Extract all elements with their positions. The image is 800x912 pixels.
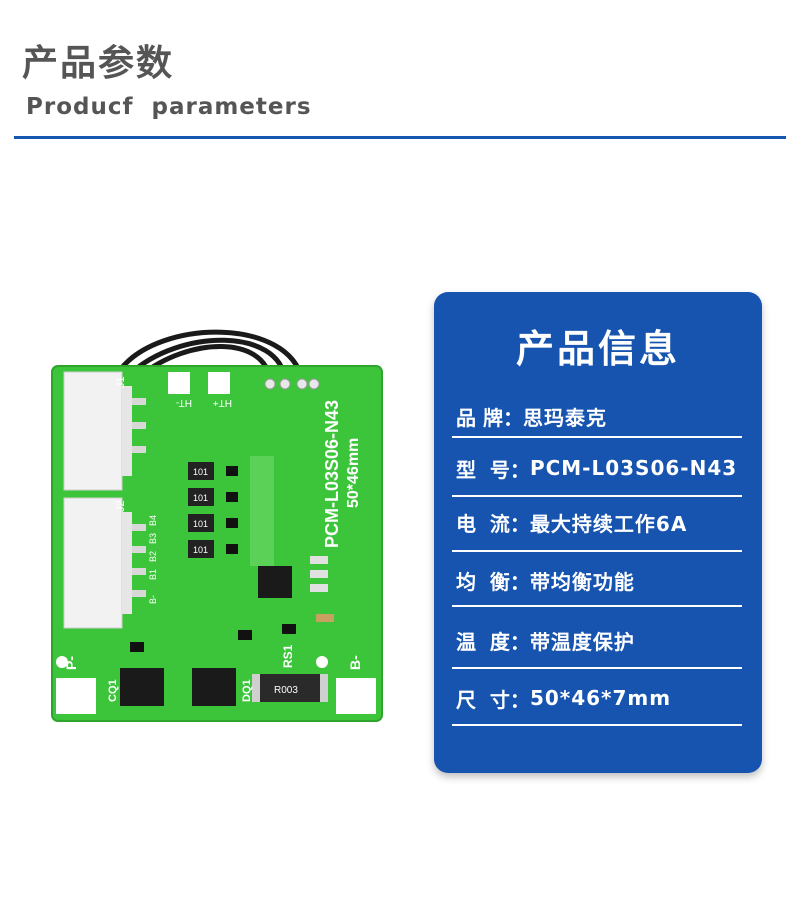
pcb-product-image: PCM-L03S06-N43 50*46mm J1 J2 HT- HT+ B- … [40,318,390,728]
row-divider [452,436,742,438]
page-title-en: Producf parameters [26,94,312,120]
info-row-size: 尺 寸： 50*46*7mm [456,672,742,724]
card-title: 产品信息 [515,327,680,371]
silk-pin-b2: B2 [148,551,158,562]
info-row-balance: 均 衡： 带均衡功能 [456,554,742,606]
silk-model-text: PCM-L03S06-N43 [322,400,342,548]
silk-pin-b-minus: B- [148,595,158,604]
info-label: 品 牌： [456,405,523,430]
info-row-temperature: 温 度： 带温度保护 [456,614,742,666]
silk-ht-minus: HT- [176,397,192,408]
silk-j2: J2 [115,500,127,512]
row-divider [452,667,742,669]
info-label: 温 度： [456,629,530,654]
row-divider [452,605,742,607]
silk-pin-b3: B3 [148,533,158,544]
info-label: 电 流： [456,511,530,536]
info-value: 50*46*7mm [529,686,672,710]
info-value: 带温度保护 [529,629,635,654]
silk-pin-b4: B4 [148,515,158,526]
info-value: 最大持续工作6A [529,511,688,536]
info-value: 思玛泰克 [522,405,607,430]
info-label: 型 号： [456,457,530,482]
row-divider [452,550,742,552]
resistor-mark-1: 101 [193,467,208,477]
info-label: 尺 寸： [456,687,530,712]
product-info-card: 产品信息 品 牌： 思玛泰克 型 号： PCM-L03S06-N43 电 流： … [434,292,762,773]
row-divider [452,495,742,497]
info-value: 带均衡功能 [529,569,635,594]
row-divider [452,724,742,726]
silk-rs1: RS1 [281,644,295,668]
page-title-cn: 产品参数 [22,43,175,84]
silk-b-minus: B- [347,655,363,670]
shunt-mark: R003 [274,685,298,696]
header-divider [14,136,786,139]
silk-p-minus: P- [63,656,79,670]
info-row-model: 型 号： PCM-L03S06-N43 [456,442,742,494]
silk-size-text: 50*46mm [345,438,362,508]
info-label: 均 衡： [456,569,530,594]
info-row-current: 电 流： 最大持续工作6A [456,496,742,548]
silk-pin-b1: B1 [148,569,158,580]
pcb-illustration: PCM-L03S06-N43 50*46mm J1 J2 HT- HT+ B- … [51,329,383,722]
silk-ht-plus: HT+ [213,397,232,408]
resistor-mark-3: 101 [193,519,208,529]
silk-dq1: DQ1 [241,679,253,702]
info-row-brand: 品 牌： 思玛泰克 [456,390,742,442]
info-value: PCM-L03S06-N43 [529,456,738,480]
resistor-mark-4: 101 [193,545,208,555]
resistor-mark-2: 101 [193,493,208,503]
silk-j1: J1 [115,376,127,388]
silk-cq1: CQ1 [107,679,119,702]
